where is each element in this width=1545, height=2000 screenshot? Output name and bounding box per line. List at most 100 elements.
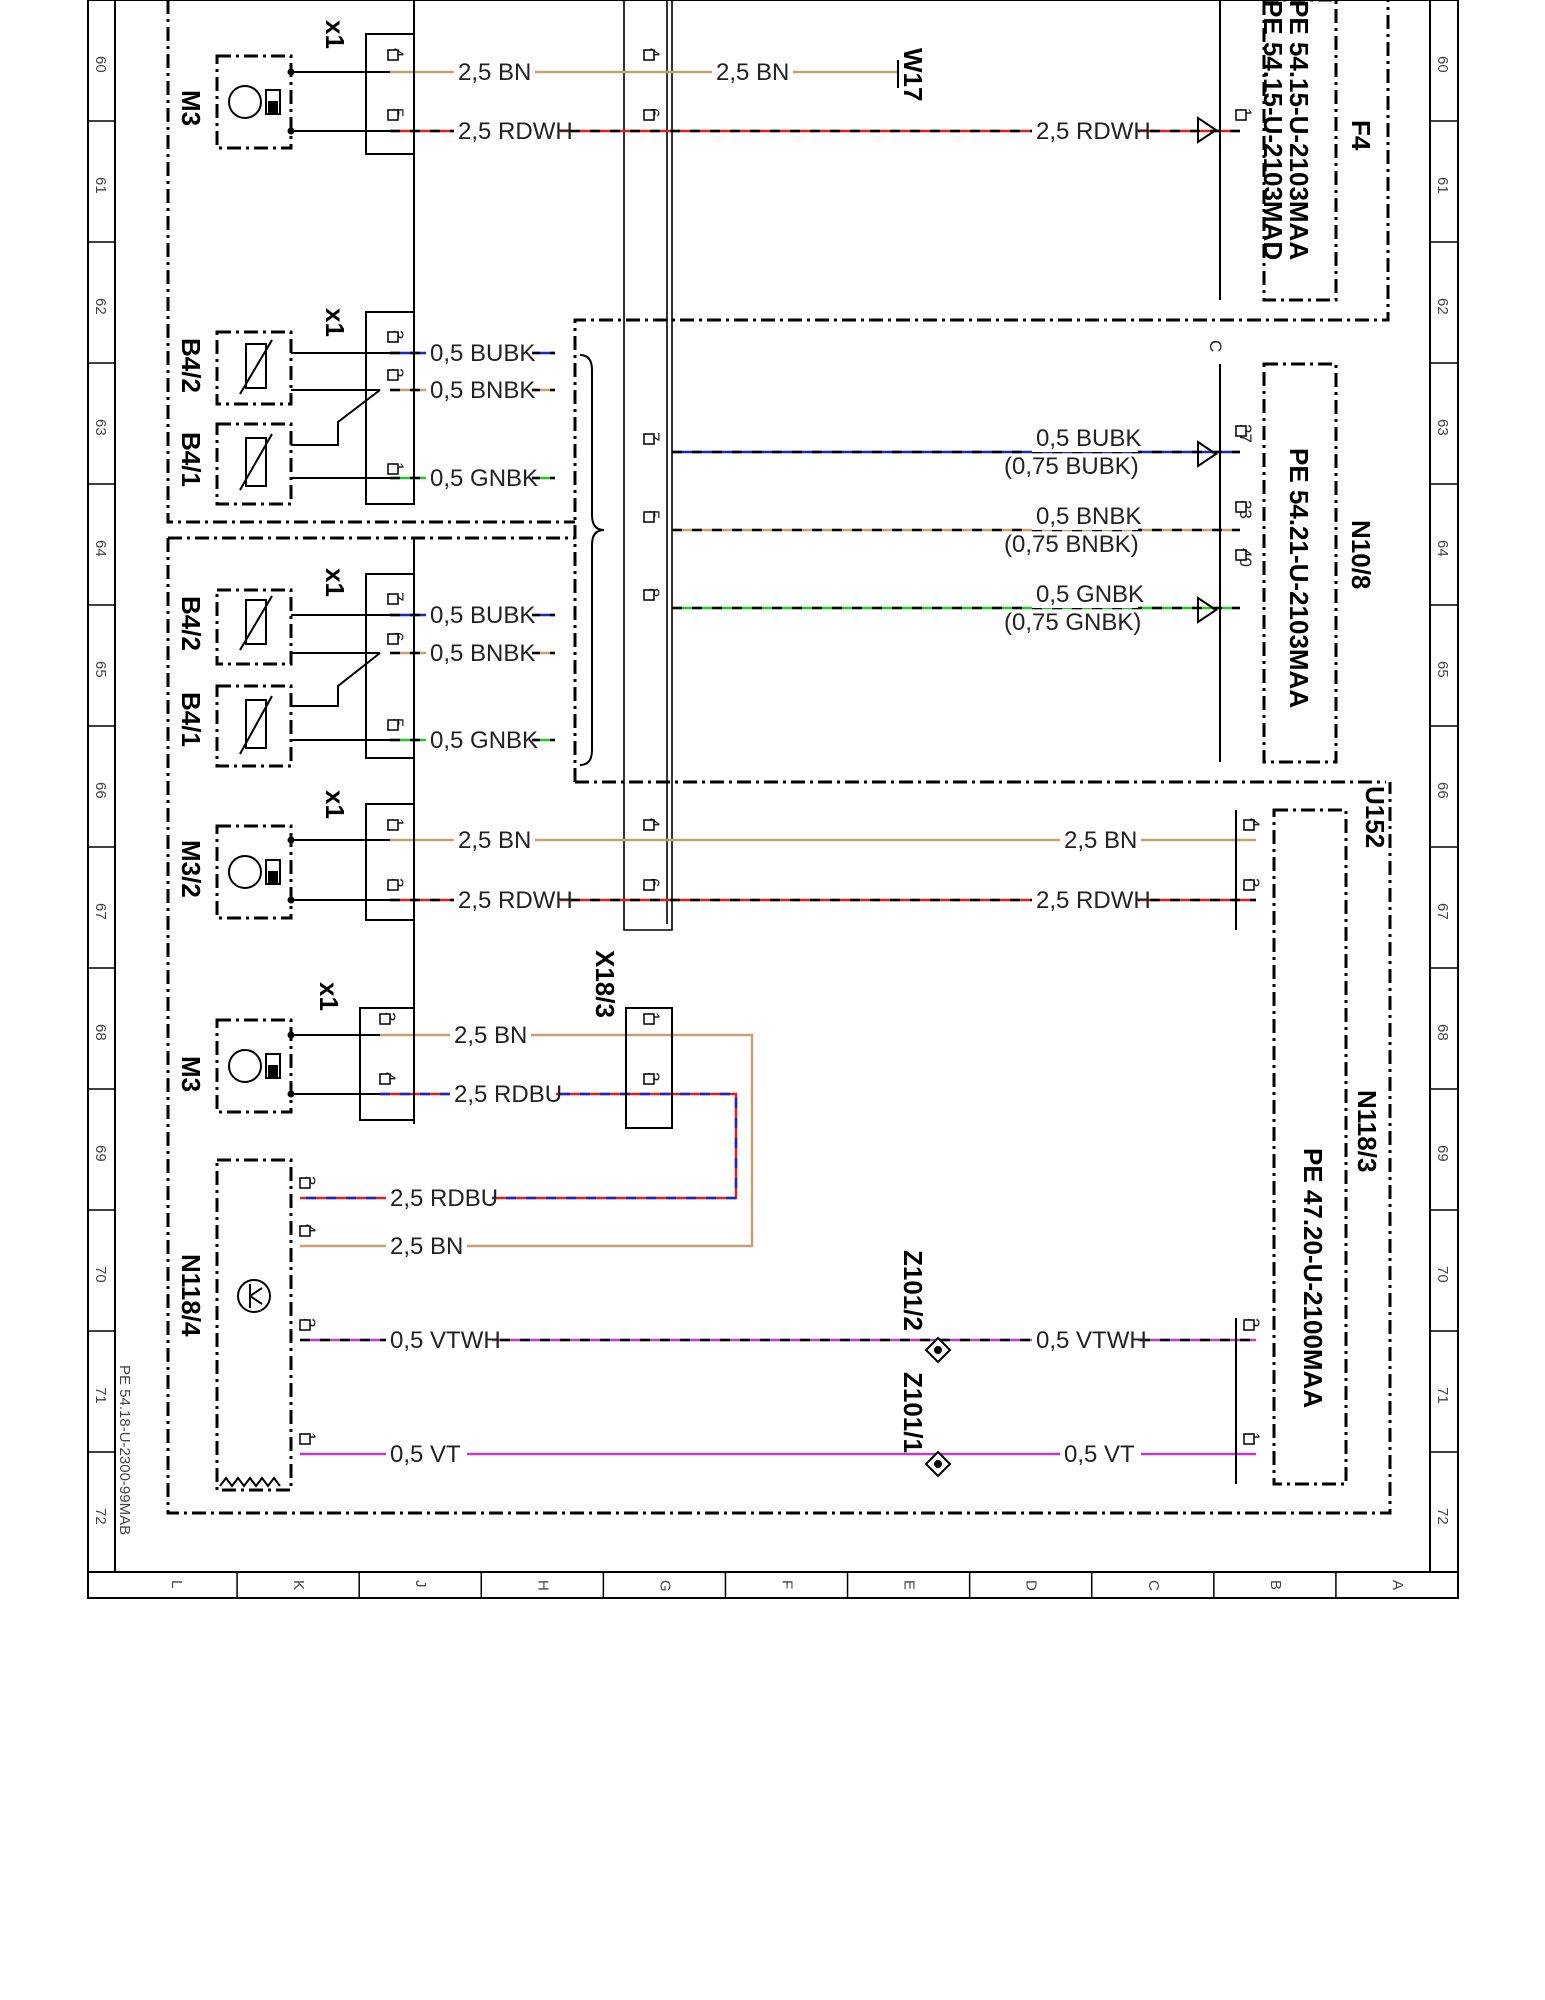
pe-ref-n10-8: PE 54.21-U-2103MAA — [1284, 448, 1314, 708]
label-m3-bottom: M3 — [176, 1056, 206, 1092]
grid-row-label: 61 — [1434, 177, 1451, 194]
grid-row-label: 60 — [92, 56, 109, 73]
wire-label: 0,5 BNBK — [430, 377, 535, 404]
grid-row-label: 68 — [1434, 1024, 1451, 1041]
pin-terminal — [1243, 879, 1255, 891]
connector-arrowheads — [1197, 116, 1218, 624]
label-n10-8: N10/8 — [1346, 520, 1376, 589]
label-b4-2-a: B4/2 — [176, 338, 206, 393]
grid-column-label: L — [168, 1580, 185, 1588]
sheet-frame — [87, 0, 1459, 1599]
grid-row-label: 64 — [1434, 540, 1451, 557]
label-u152: U152 — [1360, 786, 1390, 848]
grid-row-label: 72 — [1434, 1508, 1451, 1525]
label-z101-1: Z101/1 — [898, 1372, 928, 1453]
wire-stripe — [300, 1092, 738, 1200]
wire-label: 2,5 BN — [458, 59, 531, 86]
pe-ref-f4-b: PE 54.15-U-2103MAD — [1258, 0, 1288, 260]
wire-label: 2,5 RDWH — [458, 887, 573, 914]
pin-terminal — [1235, 501, 1247, 513]
pin-terminal — [387, 109, 399, 121]
grid-column-label: C — [1145, 1580, 1162, 1591]
wire-label: (0,75 GNBK) — [1004, 609, 1141, 636]
label-x1-e: x1 — [314, 982, 344, 1011]
grid-row-label: 65 — [92, 661, 109, 678]
grid-row-label: 70 — [1434, 1266, 1451, 1283]
wire — [300, 1092, 738, 1200]
label-b4-1-b: B4/1 — [176, 692, 206, 747]
label-x1-c: x1 — [320, 568, 350, 597]
label-b4-2-b: B4/2 — [176, 596, 206, 651]
pin-terminal — [387, 633, 399, 645]
wire-label: 0,5 BUBK — [430, 340, 535, 367]
grid-column-label: E — [901, 1580, 918, 1590]
pin-terminal — [299, 1319, 311, 1331]
grid-row-label: 64 — [92, 540, 109, 557]
wire-label: 0,5 GNBK — [430, 727, 538, 754]
label-n118-3: N118/3 — [1352, 1090, 1382, 1172]
pin-terminal — [299, 1225, 311, 1237]
wire-label: 0,5 VTWH — [1036, 1327, 1147, 1354]
device-u152-n118-3 — [1235, 808, 1348, 1486]
grid-row-label: 62 — [92, 298, 109, 315]
label-m3-top: M3 — [176, 90, 206, 126]
label-w17: W17 — [898, 48, 928, 101]
pin-terminal — [387, 331, 399, 343]
pin-terminal — [299, 1433, 311, 1445]
device-n10-8 — [1219, 362, 1338, 764]
grid-column-label: D — [1023, 1580, 1040, 1591]
grid-row-label: 67 — [1434, 903, 1451, 920]
main-harness — [623, 0, 673, 931]
grid-row-label: 62 — [1434, 298, 1451, 315]
wire — [300, 1033, 754, 1248]
connector-x1-blocks — [359, 0, 415, 1124]
wire-label: 0,5 BUBK — [430, 602, 535, 629]
sensor-pair-a — [215, 330, 390, 506]
pin-terminal — [1235, 425, 1247, 437]
grid-row-label: 71 — [1434, 1387, 1451, 1404]
pin-terminal — [299, 1177, 311, 1189]
pin-terminal — [379, 1013, 391, 1025]
pin-terminal — [387, 879, 399, 891]
pin-terminal — [1243, 819, 1255, 831]
pin-terminal — [1243, 1433, 1255, 1445]
sheet-reference: PE 54.18-U-2300-99MAB — [116, 1365, 133, 1535]
pin-terminal — [1235, 549, 1247, 561]
pe-ref-n118-3: PE 47.20-U-2100MAA — [1298, 1148, 1328, 1408]
splice-markers — [897, 60, 952, 1478]
grid-column-label: A — [1389, 1580, 1406, 1590]
wire-label: 2,5 RDWH — [1036, 887, 1151, 914]
wire-label: 0,5 VTWH — [390, 1327, 501, 1354]
grid-row-label: 71 — [92, 1387, 109, 1404]
sensor-pair-b — [215, 588, 390, 768]
wire-label: 2,5 BN — [716, 59, 789, 86]
pin-terminal — [387, 719, 399, 731]
label-z101-2: Z101/2 — [898, 1250, 928, 1331]
pin-terminal — [387, 49, 399, 61]
pin-terminal — [643, 433, 655, 445]
wire-label: (0,75 BUBK) — [1004, 453, 1139, 480]
pin-terminal — [643, 1013, 655, 1025]
label-x1-a: x1 — [320, 20, 350, 49]
pin-terminal — [643, 589, 655, 601]
connector-x18-3 — [625, 1007, 673, 1129]
grid-column-label: F — [779, 1580, 796, 1589]
wire-label: 0,5 BNBK — [430, 640, 535, 667]
grid-row-label: 60 — [1434, 56, 1451, 73]
grid-row-label: 68 — [92, 1024, 109, 1041]
control-unit-n118-4 — [215, 1158, 293, 1492]
wire-label: (0,75 BNBK) — [1004, 531, 1139, 558]
grid-row-label: 72 — [92, 1508, 109, 1525]
grid-row-label: 66 — [1434, 782, 1451, 799]
pin-terminal — [1235, 109, 1247, 121]
wire-label: 0,5 BNBK — [1036, 503, 1141, 530]
wire-label: 2,5 BN — [1064, 827, 1137, 854]
label-x1-d: x1 — [320, 790, 350, 819]
wire-label: 0,5 GNBK — [1036, 581, 1144, 608]
label-f4: F4 — [1346, 120, 1376, 151]
motor-m3-bottom — [215, 1018, 380, 1114]
motor-m3-2 — [215, 824, 390, 920]
grid-column-label: K — [290, 1580, 307, 1590]
grid-column-label: H — [534, 1580, 551, 1591]
